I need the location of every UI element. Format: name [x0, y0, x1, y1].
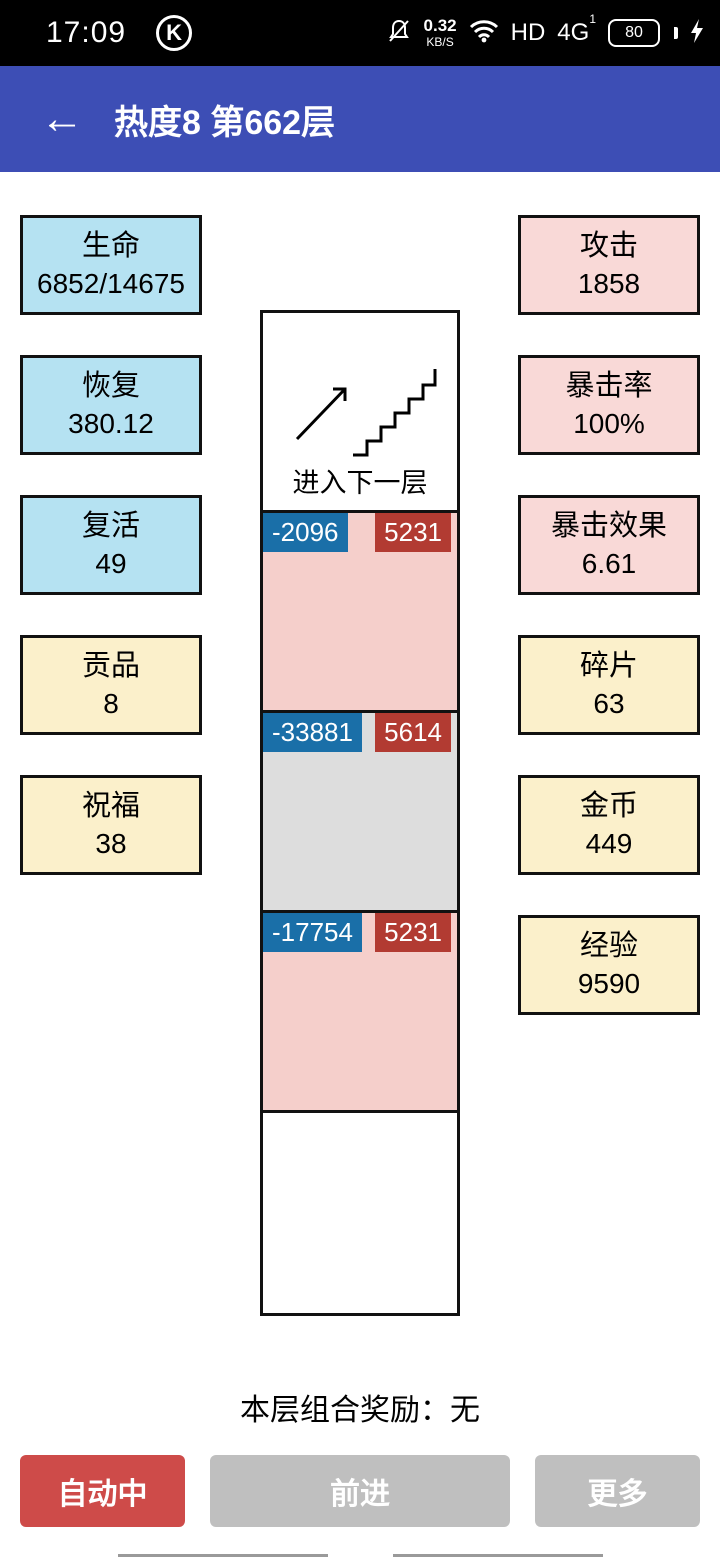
stat-crit-rate: 暴击率 100% — [518, 355, 700, 455]
stat-value: 38 — [95, 827, 127, 859]
enemy-cell-1[interactable]: -2096 5231 — [263, 513, 457, 713]
stat-label: 祝福 — [81, 789, 140, 822]
wifi-icon — [469, 19, 499, 48]
hp-badge: 5231 — [375, 513, 451, 553]
stat-value: 6.61 — [581, 547, 637, 579]
stairs-up-icon — [275, 331, 445, 466]
stat-crit-damage: 暴击效果 6.61 — [518, 495, 700, 595]
next-floor-cell[interactable]: 进入下一层 — [263, 313, 457, 513]
stat-attack: 攻击 1858 — [518, 215, 700, 315]
stat-value: 1858 — [577, 267, 641, 299]
stat-value: 63 — [593, 687, 625, 719]
stat-label: 攻击 — [579, 229, 638, 262]
stat-label: 金币 — [579, 789, 638, 822]
stat-value: 9590 — [577, 967, 641, 999]
status-bar: 17:09 K 0.32 KB/S HD — [0, 0, 720, 66]
stat-value: 6852/14675 — [37, 267, 185, 299]
app-bar: ← 热度8 第662层 — [0, 66, 720, 172]
damage-badge: -17754 — [263, 913, 362, 953]
stat-revive: 复活 49 — [20, 495, 202, 595]
stat-recovery: 恢复 380.12 — [20, 355, 202, 455]
battery-tip — [674, 27, 678, 39]
page-title: 热度8 第662层 — [114, 103, 336, 142]
stat-exp: 经验 9590 — [518, 915, 700, 1015]
stat-shards: 碎片 63 — [518, 635, 700, 735]
sim-index: 1 — [589, 12, 596, 26]
back-button[interactable]: ← — [40, 94, 84, 143]
stat-label: 暴击效果 — [550, 509, 667, 542]
damage-badge: -2096 — [263, 513, 348, 553]
stat-value: 380.12 — [68, 407, 154, 439]
more-button[interactable]: 更多 — [535, 1455, 700, 1527]
hd-indicator: HD — [510, 19, 546, 46]
stat-label: 经验 — [579, 929, 638, 962]
stat-blessing: 祝福 38 — [20, 775, 202, 875]
partial-next-row-box — [118, 1554, 328, 1560]
k-app-icon-letter: K — [166, 20, 183, 45]
k-app-icon: K — [156, 15, 193, 51]
forward-button[interactable]: 前进 — [210, 1455, 510, 1527]
hp-badge: 5614 — [375, 713, 451, 753]
network-type-indicator: 4G1 — [557, 12, 596, 47]
network-speed-unit: KB/S — [426, 34, 454, 49]
hp-badge: 5231 — [375, 913, 451, 953]
empty-cell[interactable] — [263, 1113, 457, 1313]
stat-tribute: 贡品 8 — [20, 635, 202, 735]
partial-next-row-box — [393, 1554, 603, 1560]
stat-label: 暴击率 — [565, 369, 653, 402]
stat-label: 碎片 — [579, 649, 638, 682]
network-speed-value: 0.32 — [423, 16, 457, 36]
stat-value: 449 — [585, 827, 633, 859]
charging-bolt-icon — [690, 18, 704, 49]
stat-life: 生命 6852/14675 — [20, 215, 202, 315]
network-speed: 0.32 KB/S — [423, 16, 457, 49]
stat-value: 49 — [95, 547, 127, 579]
combo-reward-text: 本层组合奖励：无 — [240, 1394, 480, 1427]
enemy-cell-3[interactable]: -17754 5231 — [263, 913, 457, 1113]
stat-label: 复活 — [81, 509, 140, 542]
stat-gold: 金币 449 — [518, 775, 700, 875]
battery-percent: 80 — [625, 24, 643, 41]
network-type: 4G — [557, 19, 590, 46]
vibrate-mute-icon — [386, 18, 412, 49]
enemy-cell-2[interactable]: -33881 5614 — [263, 713, 457, 913]
tower-track: 进入下一层 -2096 5231 -33881 5614 -17754 5231 — [260, 310, 460, 1316]
stat-value: 8 — [103, 687, 119, 719]
stat-label: 生命 — [81, 229, 140, 262]
status-icons: 0.32 KB/S HD 4G1 80 — [386, 12, 704, 49]
damage-badge: -33881 — [263, 713, 362, 753]
auto-button[interactable]: 自动中 — [20, 1455, 185, 1527]
stat-label: 恢复 — [81, 369, 140, 402]
battery-icon: 80 — [608, 19, 660, 47]
stat-value: 100% — [573, 407, 645, 439]
status-time: 17:09 — [46, 16, 127, 49]
stat-label: 贡品 — [81, 649, 140, 682]
next-floor-label: 进入下一层 — [292, 468, 428, 498]
